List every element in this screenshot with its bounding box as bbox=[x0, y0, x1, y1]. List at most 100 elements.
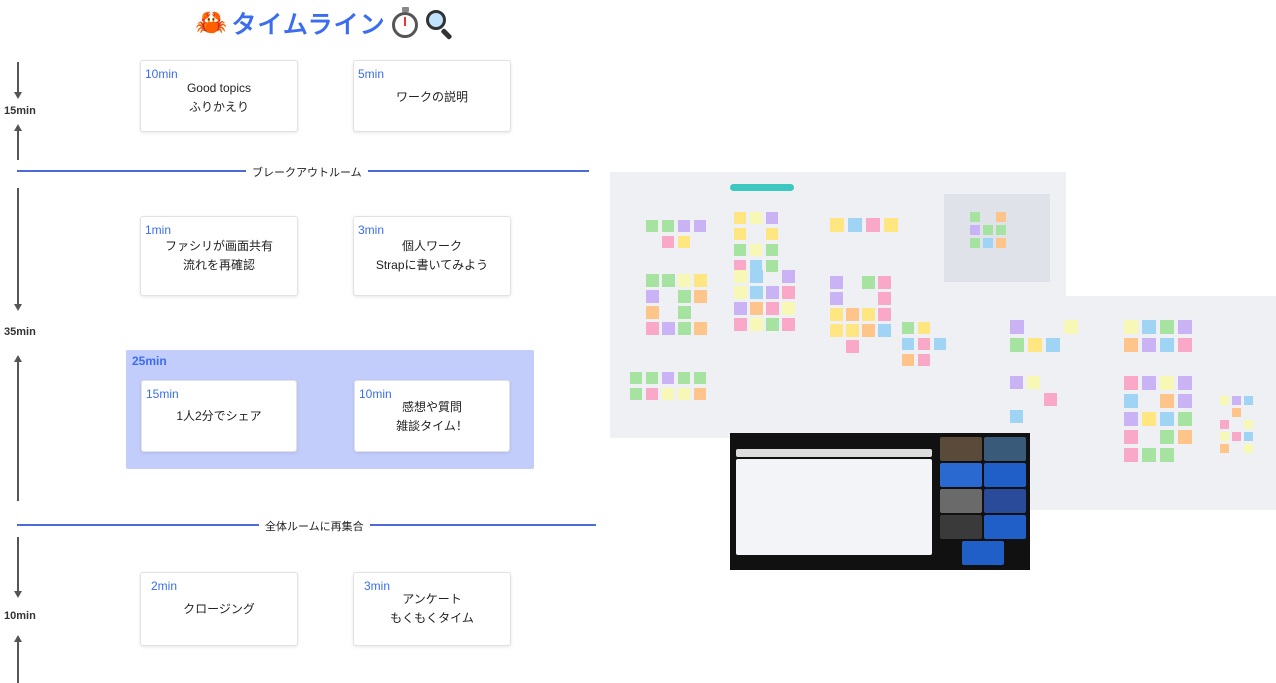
sticky-note bbox=[970, 212, 980, 222]
sticky-note bbox=[750, 318, 763, 331]
card-text-line: 雑談タイム！ bbox=[396, 419, 468, 433]
sticky-note bbox=[662, 220, 674, 232]
card-text-line: 流れを再確認 bbox=[182, 258, 255, 272]
sticky-note bbox=[662, 236, 674, 248]
sticky-note bbox=[1160, 338, 1174, 352]
sticky-note bbox=[766, 286, 779, 299]
whiteboard-screenshot-1 bbox=[610, 172, 1066, 438]
card-survey: 3min アンケート もくもくタイム bbox=[353, 572, 511, 646]
sticky-note bbox=[1124, 448, 1138, 462]
stopwatch-icon bbox=[390, 7, 420, 39]
sticky-note bbox=[1010, 376, 1023, 389]
sticky-note bbox=[1220, 420, 1229, 429]
sticky-note bbox=[1178, 412, 1192, 426]
sticky-note bbox=[918, 322, 930, 334]
sticky-note bbox=[782, 318, 795, 331]
sticky-note bbox=[846, 340, 859, 353]
sticky-note bbox=[646, 388, 658, 400]
sticky-note bbox=[766, 260, 778, 272]
sticky-note bbox=[678, 306, 691, 319]
sticky-note bbox=[662, 274, 675, 287]
card-duration: 10min bbox=[359, 387, 392, 401]
participant-video bbox=[962, 541, 1004, 565]
sticky-note bbox=[1178, 376, 1192, 390]
sticky-note bbox=[678, 372, 690, 384]
sticky-note bbox=[1244, 396, 1253, 405]
sticky-note bbox=[662, 322, 675, 335]
card-text-line: Good topics bbox=[186, 81, 252, 95]
card-duration: 5min bbox=[358, 67, 385, 81]
sticky-note bbox=[678, 220, 690, 232]
card-text-line: 感想や質問 bbox=[401, 400, 462, 414]
sticky-note bbox=[734, 244, 746, 256]
sticky-note bbox=[878, 292, 891, 305]
sticky-note bbox=[646, 290, 659, 303]
sticky-note bbox=[1064, 320, 1078, 334]
sticky-note bbox=[1124, 412, 1138, 426]
sticky-note bbox=[782, 302, 795, 315]
sticky-note bbox=[862, 308, 875, 321]
sticky-note bbox=[918, 354, 930, 366]
sticky-note bbox=[1160, 448, 1174, 462]
sticky-note bbox=[734, 318, 747, 331]
sticky-note bbox=[734, 270, 747, 283]
sticky-note bbox=[750, 302, 763, 315]
sticky-note bbox=[646, 220, 658, 232]
sticky-note bbox=[734, 212, 746, 224]
sticky-note bbox=[766, 302, 779, 315]
sticky-note bbox=[1160, 320, 1174, 334]
sticky-note bbox=[782, 270, 795, 283]
sticky-note bbox=[1178, 430, 1192, 444]
sticky-note bbox=[996, 225, 1006, 235]
sticky-note bbox=[646, 306, 659, 319]
card-text-line: ふりかえり bbox=[188, 100, 249, 114]
sticky-note bbox=[1178, 320, 1192, 334]
sticky-note bbox=[694, 388, 706, 400]
sticky-note bbox=[1124, 338, 1138, 352]
sticky-note bbox=[846, 324, 859, 337]
sticky-note bbox=[830, 324, 843, 337]
card-text-line: ワークの説明 bbox=[395, 90, 468, 104]
sticky-note bbox=[918, 338, 930, 350]
participant-video bbox=[940, 463, 982, 487]
card-duration: 15min bbox=[146, 387, 179, 401]
card-text-line: 1人2分でシェア bbox=[176, 409, 262, 423]
sticky-note bbox=[1244, 420, 1253, 429]
regroup-label: 全体ルームに再集合 bbox=[259, 518, 370, 534]
sticky-note bbox=[830, 218, 844, 232]
card-text-line: 個人ワーク bbox=[401, 239, 462, 253]
sticky-note bbox=[970, 238, 980, 248]
card-duration: 10min bbox=[145, 67, 178, 81]
sticky-note bbox=[878, 276, 891, 289]
sticky-note bbox=[878, 324, 891, 337]
sticky-note bbox=[1220, 432, 1229, 441]
crab-icon: 🦀 bbox=[195, 8, 228, 38]
whiteboard-screenshot-2 bbox=[1000, 296, 1276, 510]
sticky-note bbox=[1124, 376, 1138, 390]
card-closing: 2min クロージング bbox=[140, 572, 298, 646]
sticky-note bbox=[750, 260, 762, 272]
card-good-topics: 10min Good topics ふりかえり bbox=[140, 60, 298, 132]
participant-video bbox=[940, 489, 982, 513]
sticky-note bbox=[1220, 444, 1229, 453]
sticky-note bbox=[678, 290, 691, 303]
sticky-note bbox=[970, 225, 980, 235]
sticky-note bbox=[766, 228, 778, 240]
breakout-label: ブレークアウトルーム bbox=[246, 164, 368, 180]
sticky-note bbox=[750, 212, 762, 224]
sticky-note bbox=[902, 354, 914, 366]
sticky-note bbox=[750, 270, 763, 283]
card-text-line: ファシリが画面共有 bbox=[164, 239, 273, 253]
sticky-note bbox=[678, 236, 690, 248]
sticky-note bbox=[782, 286, 795, 299]
sticky-note bbox=[662, 388, 674, 400]
sticky-note bbox=[846, 308, 859, 321]
participant-video bbox=[984, 515, 1026, 539]
card-text-line: Strapに書いてみよう bbox=[375, 258, 489, 272]
sticky-note bbox=[694, 220, 706, 232]
sticky-note bbox=[1160, 376, 1174, 390]
sticky-note bbox=[983, 238, 993, 248]
sticky-note bbox=[884, 218, 898, 232]
sticky-note bbox=[750, 244, 762, 256]
card-duration: 2min bbox=[151, 579, 178, 593]
